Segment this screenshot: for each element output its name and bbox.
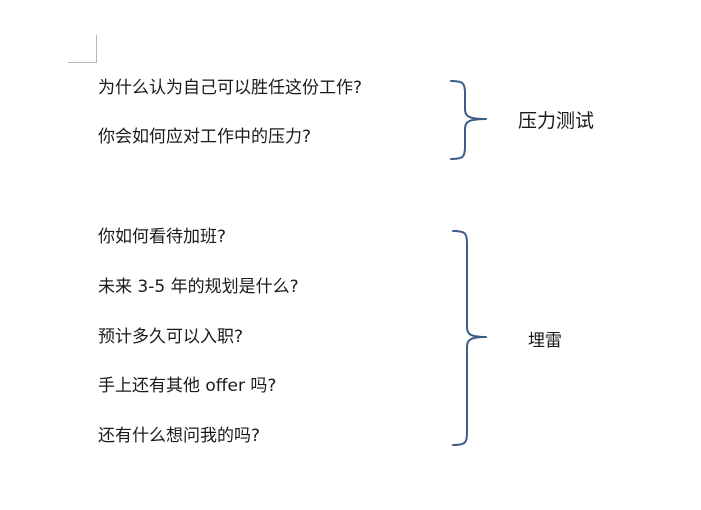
question-item: 未来 3-5 年的规划是什么? — [98, 277, 299, 297]
question-item: 你会如何应对工作中的压力? — [98, 127, 312, 147]
question-item: 还有什么想问我的吗? — [98, 426, 261, 446]
right-curly-brace-icon — [452, 230, 487, 446]
question-item: 你如何看待加班? — [98, 227, 227, 247]
question-item: 预计多久可以入职? — [98, 327, 244, 347]
right-curly-brace-icon — [450, 80, 487, 160]
page-corner-mark — [68, 35, 97, 63]
question-item: 为什么认为自己可以胜任这份工作? — [98, 78, 363, 98]
group-label-pressure-test: 压力测试 — [518, 110, 595, 132]
group-label-landmine: 埋雷 — [528, 331, 562, 351]
question-item: 手上还有其他 offer 吗? — [98, 376, 277, 396]
